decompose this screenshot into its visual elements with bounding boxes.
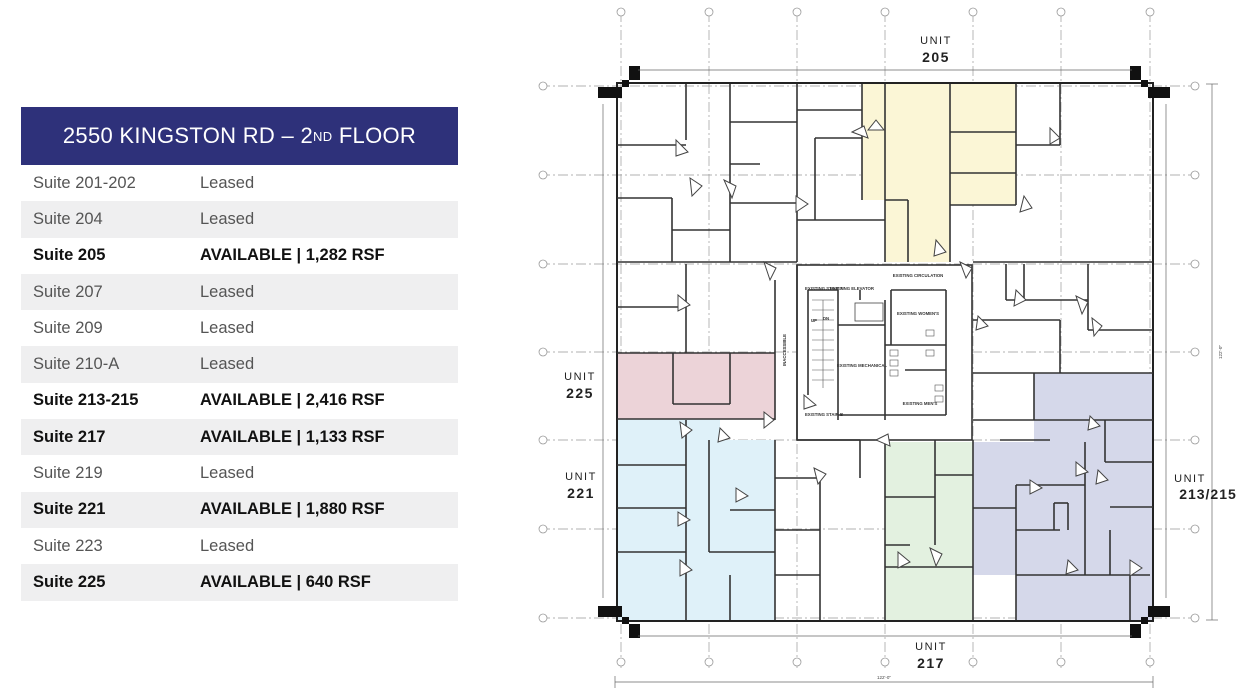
washroom-fixtures: [889, 329, 944, 403]
door-swings: [675, 119, 1143, 577]
suite-name: Suite 210-A: [33, 355, 120, 374]
unit-217-word: UNIT: [915, 641, 947, 653]
suite-status: Leased: [200, 318, 255, 337]
suite-status: AVAILABLE | 1,133 RSF: [200, 427, 385, 446]
table-row: Suite 210-A Leased: [21, 346, 458, 383]
title-end: FLOOR: [332, 123, 417, 148]
table-row: Suite 225 AVAILABLE | 640 RSF: [21, 564, 458, 601]
unit-205-word: UNIT: [920, 35, 952, 47]
dimension-width: 122'-0": [877, 675, 891, 680]
suite-status: Leased: [200, 173, 255, 192]
title-superscript: ND: [313, 128, 333, 144]
dimension-height: 122'-0": [1218, 345, 1223, 359]
table-row: Suite 221 AVAILABLE | 1,880 RSF: [21, 491, 458, 528]
suite-name: Suite 207: [33, 282, 103, 301]
suite-name: Suite 213-215: [33, 391, 139, 410]
dimension-lines: [602, 69, 1218, 688]
unit-221-area: [618, 419, 775, 620]
title-main: 2550 KINGSTON RD – 2: [62, 123, 314, 148]
table-row: Suite 207 Leased: [21, 273, 458, 311]
table-row: Suite 217 AVAILABLE | 1,133 RSF: [21, 419, 458, 456]
unit-225-word: UNIT: [564, 371, 596, 383]
suite-status: AVAILABLE | 1,880 RSF: [200, 500, 385, 519]
unit-221-word: UNIT: [565, 471, 597, 483]
table-row: Suite 204 Leased: [21, 201, 458, 238]
suite-name: Suite 225: [33, 572, 106, 591]
unit-205-number: 205: [922, 49, 950, 65]
unit-217-area: [885, 442, 973, 620]
suite-status: AVAILABLE | 640 RSF: [200, 572, 371, 591]
suite-name: Suite 221: [33, 500, 106, 519]
table-row: Suite 219 Leased: [21, 455, 458, 491]
table-row: Suite 223 Leased: [21, 528, 458, 564]
suite-status: AVAILABLE | 2,416 RSF: [200, 391, 385, 410]
suite-status: Leased: [200, 355, 255, 374]
label-stair-a: EXISTING STAIR A: [805, 286, 843, 291]
interior-walls: [617, 84, 1153, 620]
unit-221-number: 221: [567, 485, 595, 501]
suite-status: Leased: [200, 464, 255, 483]
label-mens: EXISTING MEN'S: [903, 401, 938, 406]
corner-columns: [598, 66, 1170, 638]
unit-213-215-word: UNIT: [1174, 473, 1206, 485]
elevator-shaft: [854, 302, 884, 322]
suite-name: Suite 201-202: [33, 173, 136, 192]
suite-status: AVAILABLE | 1,282 RSF: [200, 246, 385, 265]
grid-bubbles: [538, 7, 1200, 667]
suite-status: Leased: [200, 282, 255, 301]
unit-225-area: [618, 353, 775, 419]
label-mechanical: EXISTING MECHANICAL: [837, 363, 888, 368]
label-inaccessible: INACCESSIBLE: [782, 334, 787, 366]
suite-name: Suite 217: [33, 427, 106, 446]
label-up: UP: [811, 318, 817, 323]
label-elevator: EXISTING ELEVATOR: [830, 286, 875, 291]
unit-225-number: 225: [566, 385, 594, 401]
table-row: Suite 209 Leased: [21, 310, 458, 346]
stairs: [812, 299, 834, 388]
suite-name: Suite 209: [33, 318, 103, 337]
unit-213-215-area: [973, 373, 1152, 620]
suite-name: Suite 223: [33, 536, 103, 555]
suite-name: Suite 219: [33, 464, 103, 483]
suite-name: Suite 205: [33, 246, 106, 265]
outer-walls: [616, 82, 1154, 622]
unit-213-215-number: 213/215: [1179, 486, 1237, 502]
floor-plan: EXISTING CIRCULATION EXISTING STAIR A EX…: [538, 7, 1237, 688]
suite-status: Leased: [200, 536, 255, 555]
table-row: Suite 213-215 AVAILABLE | 2,416 RSF: [21, 383, 458, 419]
label-stair-b: EXISTING STAIR B: [805, 412, 843, 417]
suite-status: Leased: [200, 209, 255, 228]
suite-name: Suite 204: [33, 209, 103, 228]
table-row: Suite 205 AVAILABLE | 1,282 RSF: [21, 238, 458, 274]
table-row: Suite 201-202 Leased: [21, 165, 458, 201]
unit-217-number: 217: [917, 655, 945, 671]
label-dn: DN: [823, 316, 829, 321]
unit-205-area: [862, 84, 1016, 262]
label-circulation: EXISTING CIRCULATION: [893, 273, 944, 278]
label-womens: EXISTING WOMEN'S: [897, 311, 939, 316]
